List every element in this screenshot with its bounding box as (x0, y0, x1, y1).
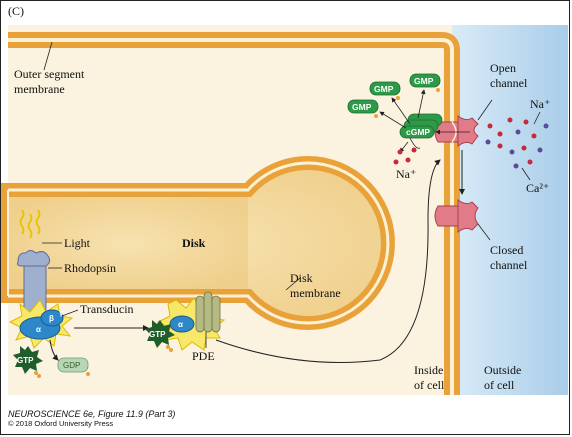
svg-text:GTP: GTP (17, 356, 34, 365)
figure-credit: NEUROSCIENCE 6e, Figure 11.9 (Part 3) © … (8, 409, 175, 428)
gamma-label: γ (59, 308, 64, 317)
outer-segment-label-2: membrane (14, 82, 65, 96)
gmp-pill-2: GMP (409, 73, 441, 92)
credit-title: NEUROSCIENCE 6e, Figure 11.9 (Part 3) (8, 409, 176, 419)
transducin: α β γ (19, 308, 64, 340)
gdp-pill: GDP (57, 357, 90, 376)
sodium-inside (393, 147, 417, 165)
gtp-star-pde: GTP (145, 320, 175, 352)
calcium-label: Ca²⁺ (526, 181, 549, 195)
transducin-label: Transducin (80, 302, 134, 316)
cgmp-stack: cGMP (399, 113, 443, 139)
sodium-inside-label: Na⁺ (396, 167, 416, 181)
gmp-pill-1: GMP (369, 81, 401, 100)
panel-label: (C) (8, 4, 24, 18)
disk-membrane-label-2: membrane (290, 286, 341, 300)
inside-cell-label-2: of cell (414, 378, 445, 392)
svg-text:GMP: GMP (374, 84, 394, 94)
outside-cell-label-2: of cell (484, 378, 515, 392)
disk-label: Disk (182, 236, 206, 250)
open-channel-label-1: Open (490, 61, 516, 75)
closed-channel (434, 199, 479, 233)
svg-text:GMP: GMP (414, 76, 434, 86)
closed-channel-label-1: Closed (490, 243, 523, 257)
arrow-pde-to-channel (215, 159, 441, 363)
svg-text:cGMP: cGMP (406, 127, 430, 137)
open-channel-label-2: channel (490, 76, 528, 90)
svg-text:GMP: GMP (352, 102, 372, 112)
light-label: Light (64, 236, 91, 250)
rhodopsin-label: Rhodopsin (64, 261, 116, 275)
pde (195, 291, 221, 333)
outside-cell-label-1: Outside (484, 363, 521, 377)
outer-segment-label-1: Outer segment (14, 67, 85, 81)
sodium-outside-label: Na⁺ (530, 97, 550, 111)
ions-outside (485, 117, 549, 169)
svg-text:GTP: GTP (149, 330, 166, 339)
pde-label: PDE (192, 349, 215, 363)
alpha-label: α (36, 325, 41, 334)
closed-channel-label-2: channel (490, 258, 528, 272)
outer-segment-pointer (43, 41, 53, 71)
light-icon (19, 209, 41, 239)
beta-label: β (49, 314, 54, 323)
svg-text:GDP: GDP (63, 361, 80, 370)
gtp-star-left: GTP (13, 346, 43, 378)
gmp-pill-3: GMP (347, 99, 379, 118)
svg-text:α: α (178, 320, 183, 329)
inside-cell-label-1: Inside (414, 363, 443, 377)
credit-copyright: © 2018 Oxford University Press (8, 419, 114, 428)
disk-membrane-label-1: Disk (290, 271, 313, 285)
transducin-alpha-bound (169, 315, 195, 333)
